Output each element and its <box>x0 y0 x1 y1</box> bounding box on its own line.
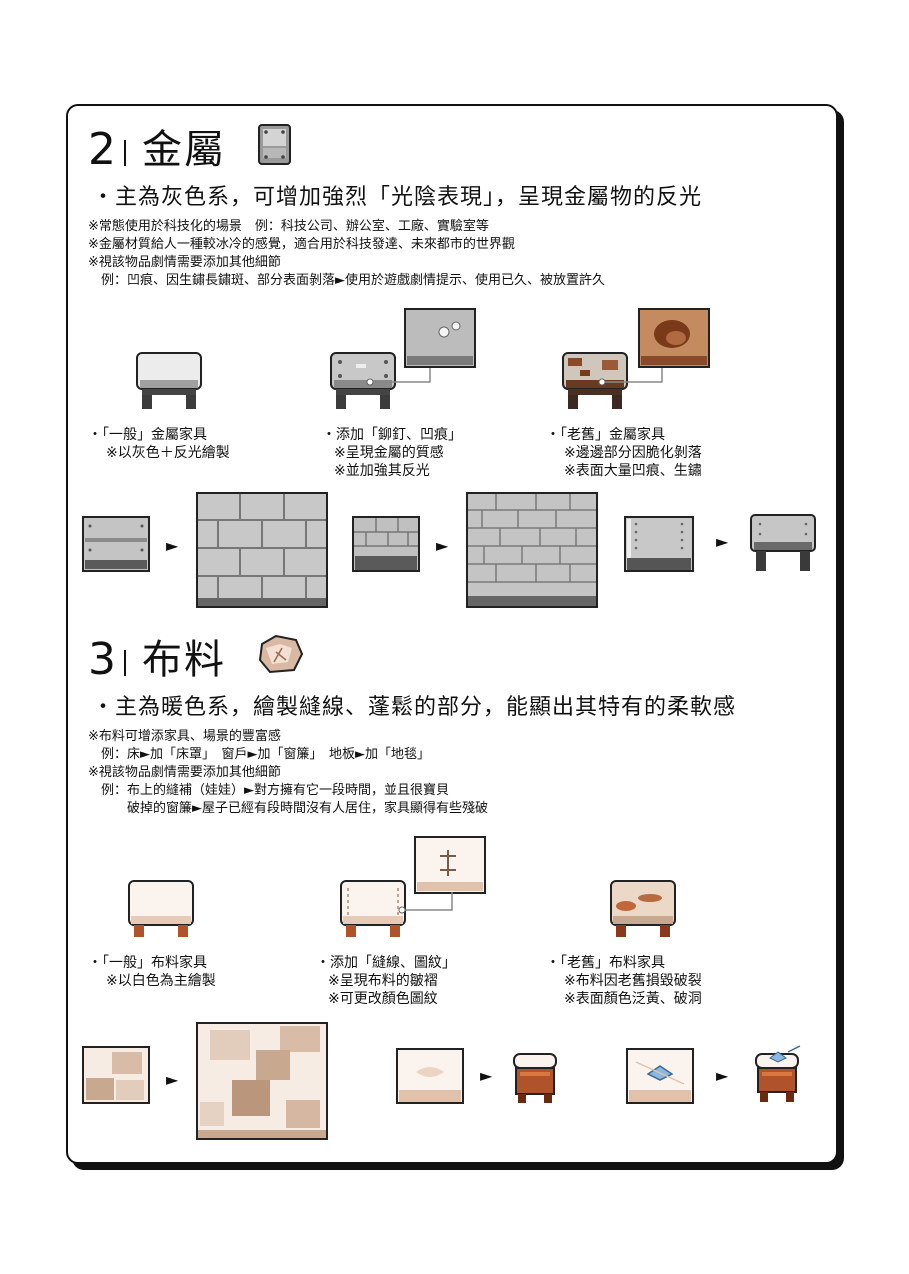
cushion-stool-icon <box>513 1053 557 1103</box>
section-number: 3 <box>88 634 116 685</box>
metal-brick-texture-icon <box>466 492 598 608</box>
metal-cabinet-icon <box>750 514 816 571</box>
metal-stool-icon <box>136 352 202 409</box>
rivet-zoom-icon <box>404 308 476 368</box>
zoom-connector <box>598 368 663 386</box>
content-card <box>66 104 838 1164</box>
arrow: ► <box>716 1066 729 1085</box>
riveted-panel-icon <box>624 516 694 572</box>
note-list: ※布料可增添家具、場景的豐富感 例：床►加「床罩」 窗戶►加「窗簾」 地板►加「… <box>88 728 488 818</box>
arrow: ► <box>480 1066 493 1085</box>
riveted-stool-icon <box>330 352 396 409</box>
note-line: ※金屬材質給人一種較冰冷的感覺，適合用於科技發達、未來都市的世界觀 <box>88 237 515 252</box>
gem-cushion-icon <box>626 1048 694 1104</box>
title-divider <box>124 650 126 676</box>
note-line: ※視該物品劇情需要添加其他細節 <box>88 765 281 780</box>
stitch-zoom-icon <box>414 836 486 894</box>
section-title: 金屬 <box>142 127 226 173</box>
cloth-bundle-icon <box>258 634 304 674</box>
caption-old: ・「老舊」布料家具 ※布料因老舊損毀破裂 ※表面顏色泛黃、破洞 <box>546 955 702 1007</box>
note-line: ※常態使用於科技化的場景 例：科技公司、辦公室、工廠、實驗室等 <box>88 219 489 234</box>
stitched-stool-icon <box>340 880 406 937</box>
rusty-stool-icon <box>562 352 628 409</box>
arrow: ► <box>166 1070 179 1089</box>
metal-plate-icon <box>258 124 291 165</box>
arrow: ► <box>436 536 449 555</box>
patch-tile-icon <box>82 1046 150 1104</box>
arrow: ► <box>166 536 179 555</box>
zoom-connector <box>366 368 431 386</box>
note-line: ※視該物品劇情需要添加其他細節 <box>88 255 281 270</box>
metal-brick-icon <box>352 516 420 572</box>
note-list: ※常態使用於科技化的場景 例：科技公司、辦公室、工廠、實驗室等 ※金屬材質給人一… <box>88 218 605 290</box>
caption-stitches: ・添加「縫線、圖紋」 ※呈現布料的皺褶 ※可更改顏色圖紋 <box>316 955 456 1007</box>
patch-texture-icon <box>196 1022 328 1140</box>
fabric-stool-icon <box>128 880 194 937</box>
metal-texture-icon <box>196 492 328 608</box>
zoom-connector <box>398 892 453 914</box>
note-line: 例：布上的縫補（娃娃）►對方擁有它一段時間，並且很寶貝 <box>88 783 449 798</box>
gem-stool-icon <box>755 1045 801 1102</box>
caption-normal: ・「一般」金屬家具 ※以灰色＋反光繪製 <box>88 427 230 461</box>
worn-fabric-stool-icon <box>610 880 676 937</box>
caption-rivets: ・添加「鉚釘、凹痕」 ※呈現金屬的質感 ※並加強其反光 <box>322 427 462 479</box>
metal-panel-icon <box>82 516 150 572</box>
section-title: 布料 <box>142 637 226 683</box>
arrow: ► <box>716 532 729 551</box>
title-divider <box>124 140 126 166</box>
rust-zoom-icon <box>638 308 710 368</box>
note-line: 例：凹痕、因生鏽長鏽斑、部分表面剝落►使用於遊戲劇情提示、使用已久、被放置許久 <box>88 273 605 288</box>
caption-old: ・「老舊」金屬家具 ※邊邊部分因脆化剝落 ※表面大量凹痕、生鏽 <box>546 427 702 479</box>
section-lead: ・主為暖色系，繪製縫線、蓬鬆的部分，能顯出其特有的柔軟感 <box>92 695 737 720</box>
caption-normal: ・「一般」布料家具 ※以白色為主繪製 <box>88 955 216 989</box>
section-lead: ・主為灰色系，可增加強烈「光陰表現」，呈現金屬物的反光 <box>92 185 703 210</box>
section-number: 2 <box>88 124 116 175</box>
cushion-icon <box>396 1048 464 1104</box>
note-line: 破掉的窗簾►屋子已經有段時間沒有人居住，家具顯得有些殘破 <box>88 801 488 816</box>
note-line: ※布料可增添家具、場景的豐富感 <box>88 729 281 744</box>
note-line: 例：床►加「床罩」 窗戶►加「窗簾」 地板►加「地毯」 <box>88 747 430 762</box>
